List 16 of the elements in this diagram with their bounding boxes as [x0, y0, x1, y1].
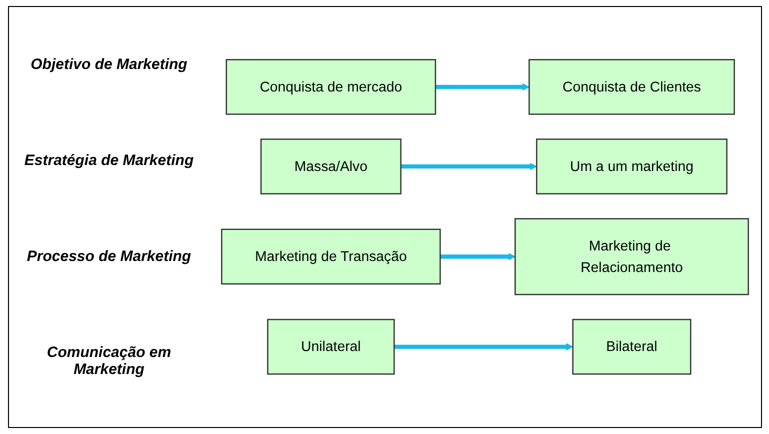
node-box: Marketing de Relacionamento: [514, 218, 749, 296]
node-box: Conquista de Clientes: [528, 59, 735, 115]
row-label: Objetivo de Marketing: [30, 56, 188, 74]
node-box: Marketing de Transação: [221, 228, 441, 285]
node-box: Massa/Alvo: [260, 138, 402, 195]
node-box: Bilateral: [572, 319, 692, 375]
node-box: Conquista de mercado: [226, 59, 436, 115]
arrow: [400, 162, 537, 170]
row-label: Estratégia de Marketing: [23, 152, 195, 170]
node-box: Unilateral: [267, 319, 395, 375]
row-label: Processo de Marketing: [26, 248, 192, 265]
row-label: Comunicação em Marketing: [46, 344, 172, 378]
arrow: [435, 83, 530, 91]
node-box: Um a um marketing: [536, 138, 728, 195]
arrow: [440, 253, 516, 260]
arrow: [394, 343, 574, 351]
